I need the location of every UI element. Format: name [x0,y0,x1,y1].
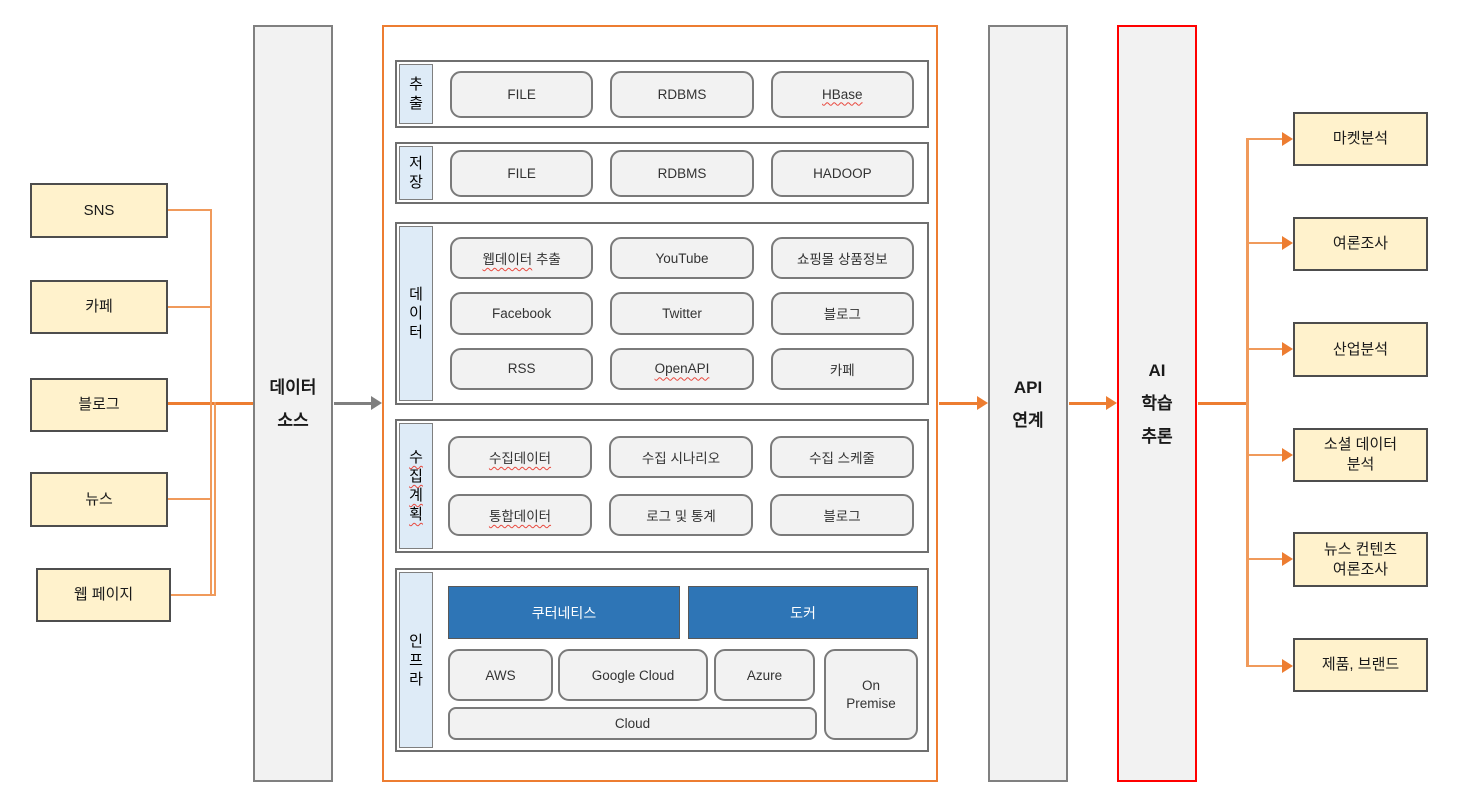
cloud-box-aws: AWS [448,649,553,701]
row-data: 데 이 터 웹데이터 추출 YouTube 쇼핑몰 상품정보 Facebook … [395,222,929,405]
source-label: 블로그 [78,396,120,413]
source-label: 웹 페이지 [73,586,134,603]
arrow-head [1282,132,1293,146]
row-content: FILE RDBMS HBase [435,62,927,126]
api-label-line2: 연계 [1012,410,1044,430]
output-box-industry-analysis: 산업분석 [1293,322,1428,377]
item-box: 블로그 [770,494,914,536]
connector-line [1247,348,1283,350]
item-box: FILE [450,70,594,118]
on-premise-box: On Premise [824,649,918,740]
item-box: 블로그 [770,292,914,335]
connector-line [939,402,979,405]
connector-trunk-left [210,209,212,596]
source-label: 카페 [85,298,113,315]
arrow-head [1282,236,1293,250]
item-box: HADOOP [770,149,914,197]
connector-line [213,402,216,596]
connector-line [1198,402,1248,405]
row-label-store: 저 장 [399,146,433,200]
item-box: 카페 [770,347,914,390]
row-label-infra: 인 프 라 [399,572,433,748]
cloud-bar: Cloud [448,707,817,740]
arrow-head [1282,659,1293,673]
item-box: YouTube [610,237,754,280]
data-source-label-line2: 소스 [277,410,309,430]
data-source-label-line1: 데이터 [269,377,317,397]
row-content: 쿠터네티스 도커 AWS Google Cloud Azure On Premi… [435,570,927,750]
connector-line [1247,242,1283,244]
item-box: FILE [450,149,594,197]
item-box: RSS [450,347,594,390]
item-box: 수집 스케줄 [770,436,914,478]
connector-line [171,594,214,596]
arrow-head [1106,396,1117,410]
row-extract: 추 출 FILE RDBMS HBase [395,60,929,128]
output-box-product-brand: 제품, 브랜드 [1293,638,1428,692]
connector-trunk-right [1246,138,1249,667]
arrow-head [977,396,988,410]
api-column: API 연계 [988,25,1068,782]
connector-line [1247,665,1283,667]
api-label-line1: API [1013,377,1043,397]
item-box: 로그 및 통계 [609,494,753,536]
item-box: 수집데이터 [448,436,592,478]
row-infra: 인 프 라 쿠터네티스 도커 AWS Google Cloud Azure [395,568,929,752]
pipeline-container: 추 출 FILE RDBMS HBase 저 장 FILE RDBMS HADO… [382,25,938,782]
arrow-head-gray [371,396,382,410]
item-box: Twitter [610,292,754,335]
arrow-head [1282,552,1293,566]
item-box: HBase [770,70,914,118]
source-box-cafe: 카페 [30,280,168,334]
connector-line [1247,454,1283,456]
item-box: RDBMS [610,70,754,118]
item-box: 웹데이터 추출 [450,237,594,280]
item-box: Facebook [450,292,594,335]
ai-label-line2: 학습 [1141,394,1173,413]
data-source-column: 데이터 소스 [253,25,333,782]
row-label-data: 데 이 터 [399,226,433,401]
connector-line [168,306,212,308]
item-box: RDBMS [610,149,754,197]
row-label-collection-plan: 수 집 계 획 [399,423,433,549]
connector-line [168,209,212,211]
row-content: 수집데이터 수집 시나리오 수집 스케줄 통합데이터 로그 및 통계 블로그 [435,421,927,551]
platform-box-kubernetes: 쿠터네티스 [448,586,680,639]
output-box-market-analysis: 마켓분석 [1293,112,1428,166]
source-label: 뉴스 [85,490,113,508]
output-box-news-content-poll: 뉴스 컨텐츠 여론조사 [1293,532,1428,587]
item-box: 통합데이터 [448,494,592,536]
platform-box-docker: 도커 [688,586,918,639]
connector-line [1069,402,1109,405]
row-collection-plan: 수 집 계 획 수집데이터 수집 시나리오 수집 스케줄 통합데이터 로그 및 … [395,419,929,553]
item-box: 수집 시나리오 [609,436,753,478]
arrow-head [1282,342,1293,356]
arrow-head [1282,448,1293,462]
row-store: 저 장 FILE RDBMS HADOOP [395,142,929,204]
row-content: FILE RDBMS HADOOP [435,144,927,202]
output-box-opinion-poll: 여론조사 [1293,217,1428,271]
source-label: SNS [83,201,115,219]
ai-label-line3: 추론 [1141,427,1173,446]
source-box-sns: SNS [30,183,168,238]
connector-line [1247,138,1283,140]
source-box-news: 뉴스 [30,472,168,527]
connector-line [1247,558,1283,560]
ai-label-line1: AI [1148,361,1166,380]
source-box-webpage: 웹 페이지 [36,568,171,622]
output-box-social-data-analysis: 소셜 데이터 분석 [1293,428,1428,482]
ai-column: AI 학습 추론 [1117,25,1197,782]
item-box: OpenAPI [610,347,754,390]
source-box-blog: 블로그 [30,378,168,432]
row-label-extract: 추 출 [399,64,433,124]
row-content: 웹데이터 추출 YouTube 쇼핑몰 상품정보 Facebook Twitte… [435,224,927,403]
item-box: 쇼핑몰 상품정보 [770,237,914,280]
connector-line-gray [334,402,372,405]
connector-line [168,498,212,500]
cloud-box-google-cloud: Google Cloud [558,649,708,701]
cloud-box-azure: Azure [714,649,815,701]
